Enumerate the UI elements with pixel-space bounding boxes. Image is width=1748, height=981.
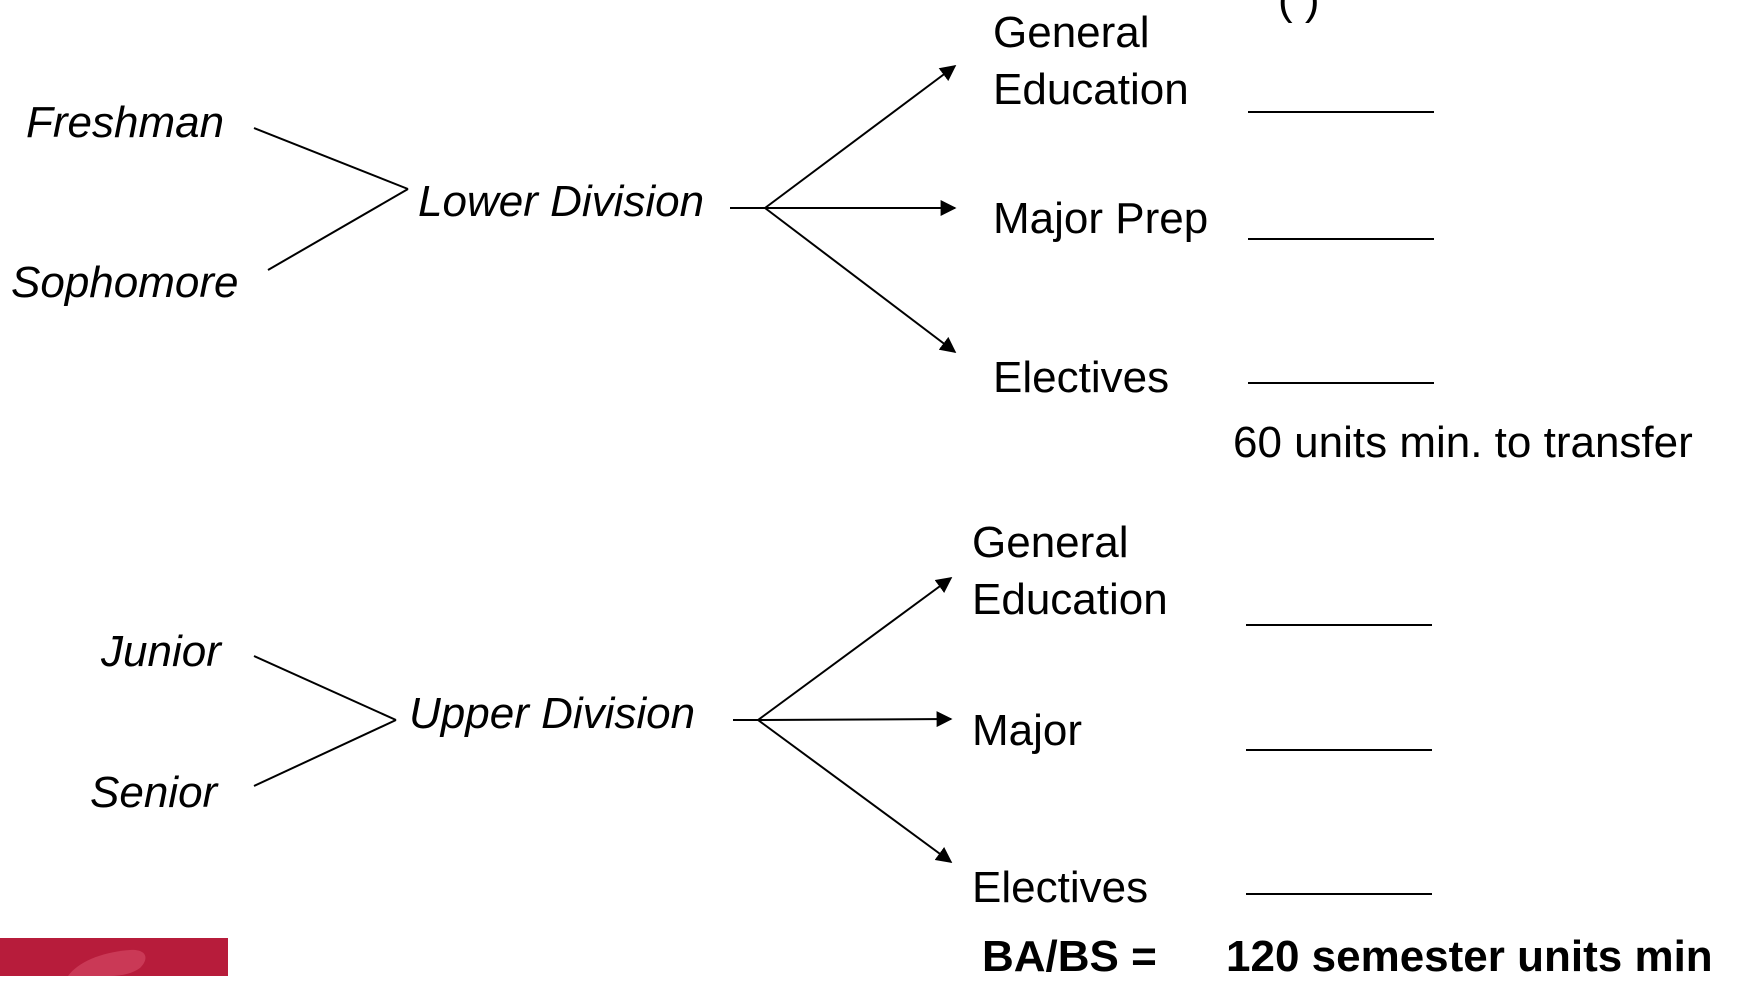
connector-senior — [253, 719, 397, 787]
clipped-top-text: ( ) — [1278, 0, 1320, 22]
connector-freshman — [253, 127, 409, 190]
connector-junior — [253, 655, 397, 721]
upper-division-label: Upper Division — [409, 689, 696, 738]
arrow-upper-to-general-education — [757, 577, 953, 721]
blank-general-education-bottom — [1246, 624, 1432, 626]
arrow-upper-to-major — [757, 711, 953, 728]
transfer-note: 60 units min. to transfer — [1233, 418, 1693, 467]
arrow-lower-to-general-education — [764, 65, 957, 209]
institution-logo — [0, 938, 228, 976]
major-label: Major — [972, 706, 1083, 755]
freshman-label: Freshman — [26, 98, 225, 147]
blank-major — [1246, 749, 1432, 751]
senior-label: Senior — [90, 768, 218, 817]
general-education-label-bottom: General Education — [972, 518, 1168, 624]
total-units-value: 120 semester units min — [1226, 932, 1713, 981]
arrow-lower-to-electives — [764, 207, 957, 353]
arrow-upper-to-electives — [757, 719, 953, 863]
blank-electives-bottom — [1246, 893, 1432, 895]
blank-major-prep — [1248, 238, 1434, 240]
general-education-label-top: General Education — [993, 8, 1189, 114]
electives-label-bottom: Electives — [972, 863, 1149, 912]
blank-electives-top — [1248, 382, 1434, 384]
major-prep-label: Major Prep — [993, 194, 1209, 243]
electives-label-top: Electives — [993, 353, 1170, 402]
sophomore-label: Sophomore — [11, 258, 239, 307]
blank-general-education-top — [1248, 111, 1434, 113]
connector-sophomore — [267, 188, 409, 271]
junior-label: Junior — [101, 627, 221, 676]
total-units-label: BA/BS = — [982, 932, 1157, 981]
lower-division-label: Lower Division — [418, 177, 705, 226]
